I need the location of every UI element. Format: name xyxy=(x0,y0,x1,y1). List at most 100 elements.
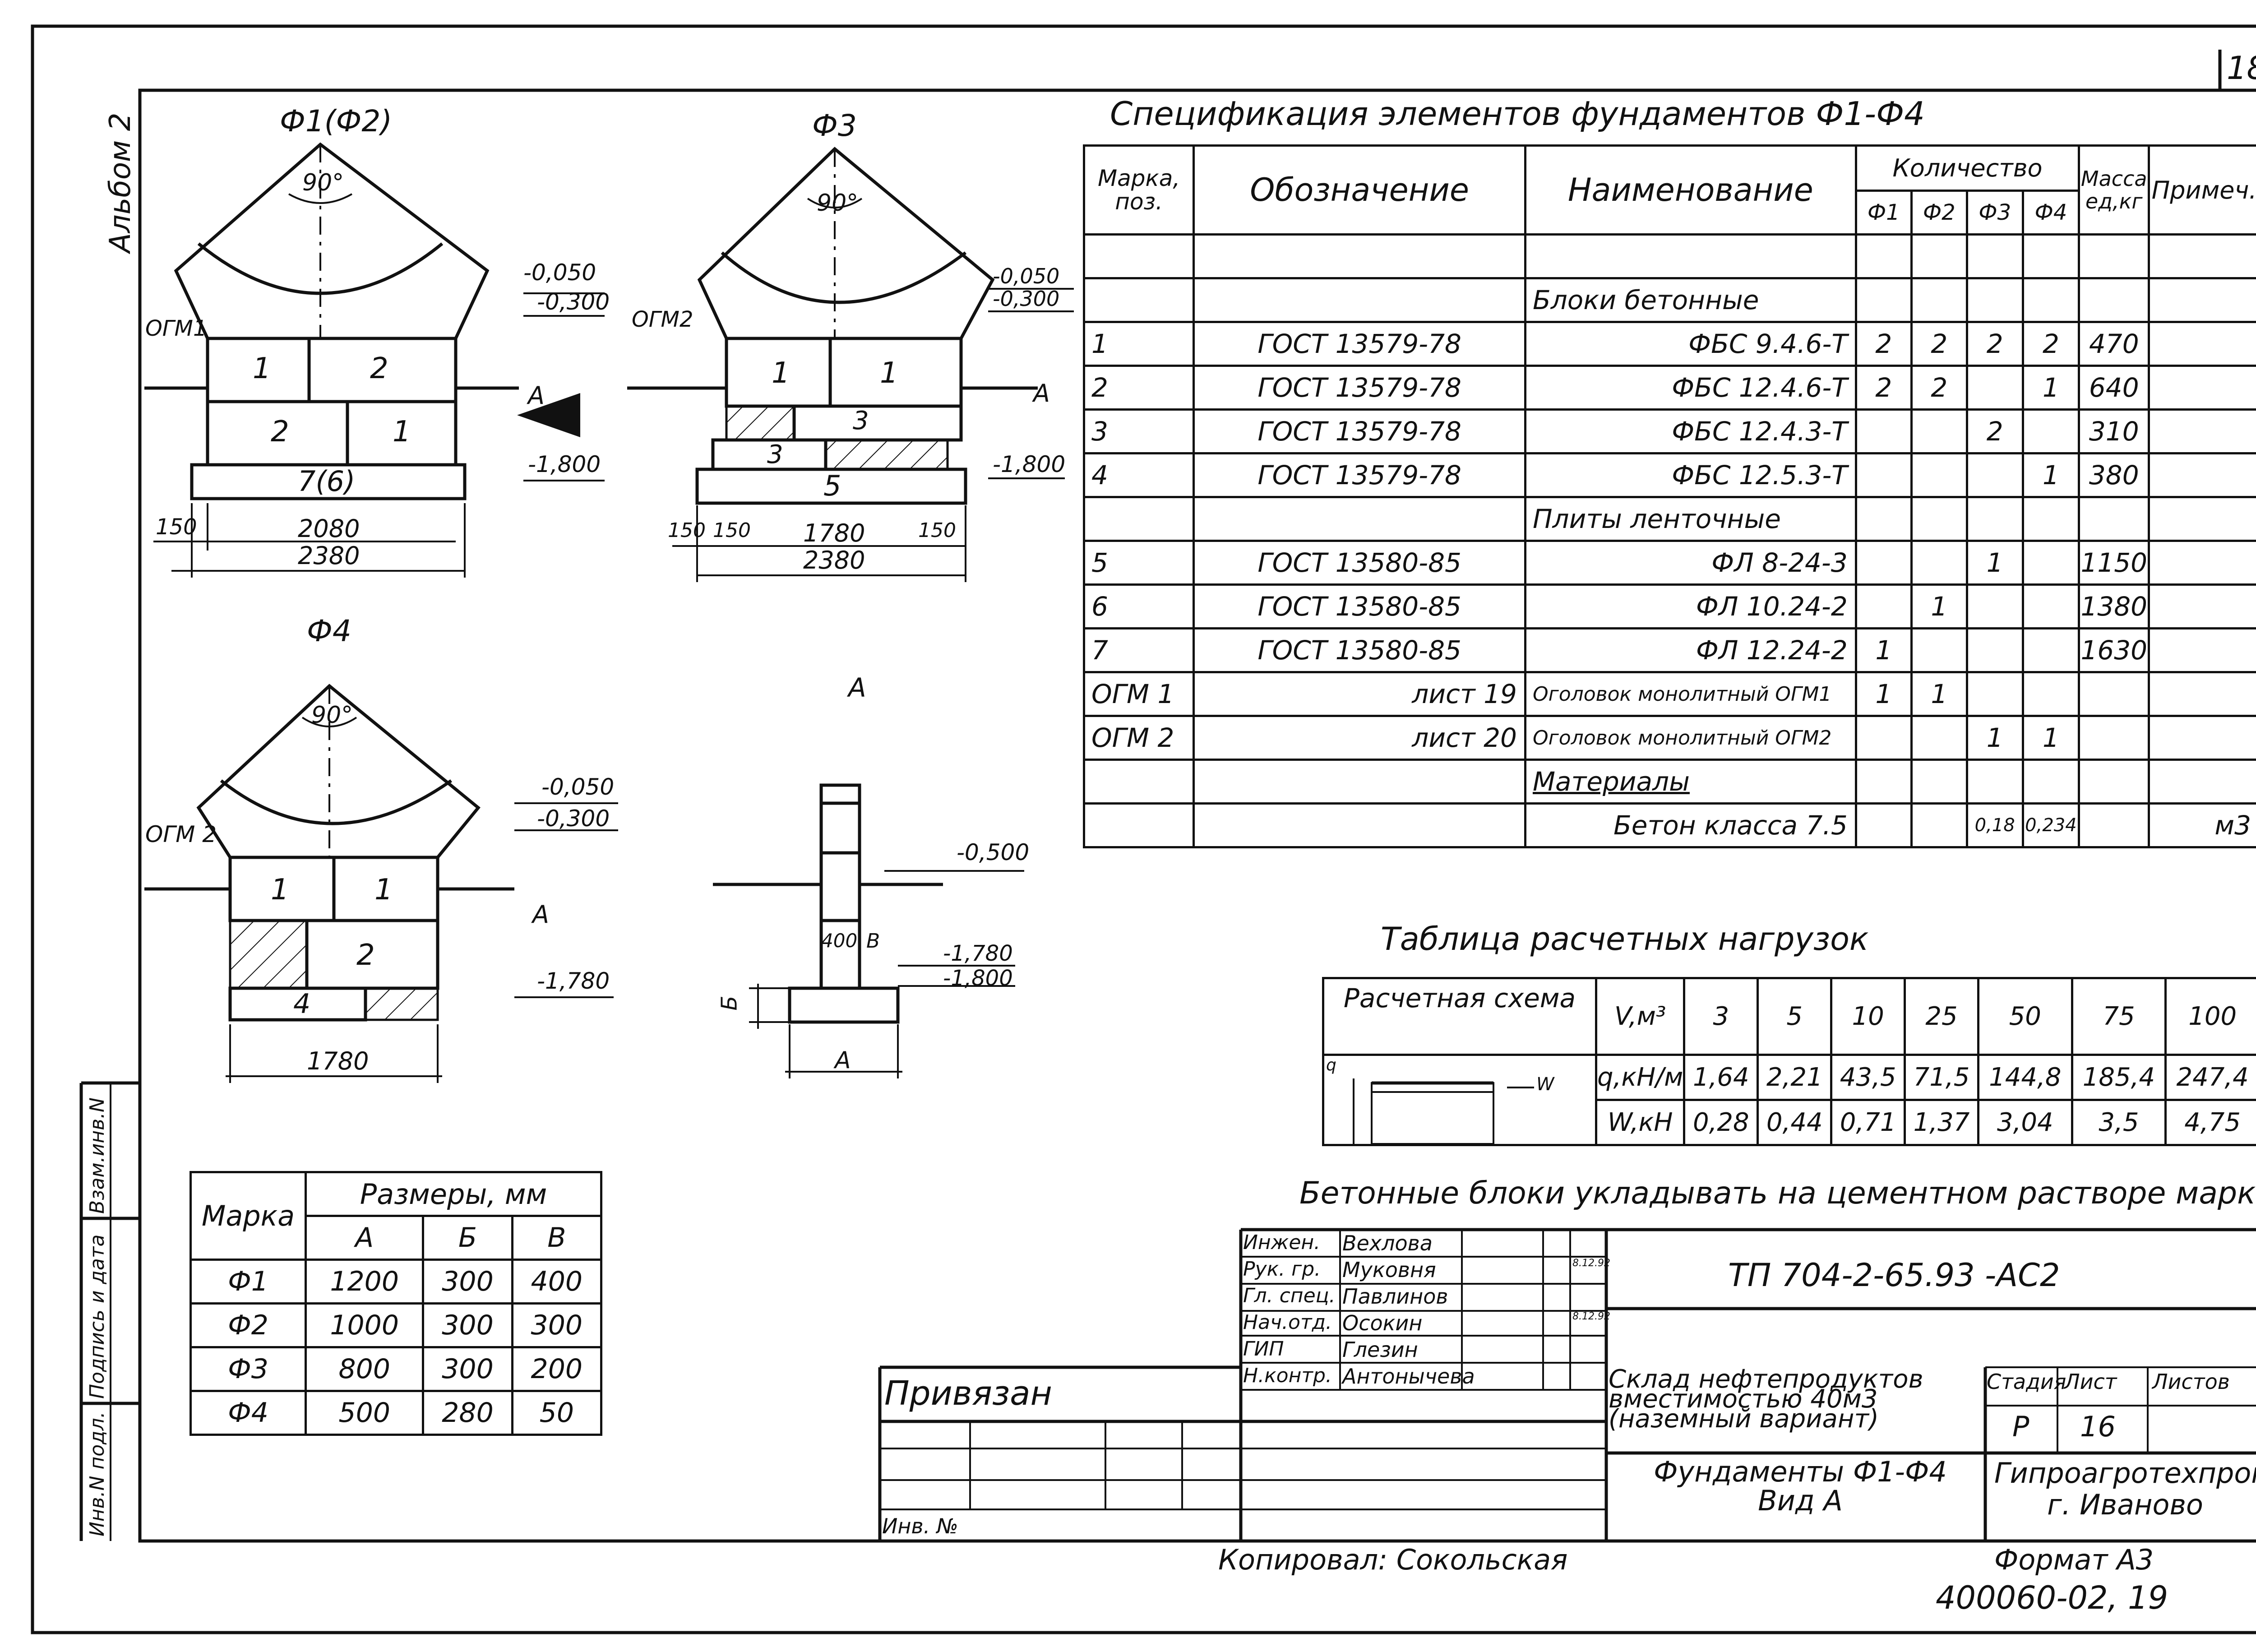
spec-row: Материалы xyxy=(1082,759,2256,805)
spec-cell-f3: 0,18 xyxy=(1965,802,2024,848)
spec-header-qty: Количество xyxy=(1854,144,2080,192)
f3-ogm: ОГМ2 xyxy=(632,307,693,332)
f1-title: Ф1(Ф2) xyxy=(280,104,393,139)
sizes-value: 300 xyxy=(511,1302,603,1348)
spec-cell-mass: 640 xyxy=(2078,365,2150,411)
spec-cell-f2 xyxy=(1910,802,1968,848)
spec-header-mark: Марка, поз. xyxy=(1082,144,1195,236)
loads-title: Таблица расчетных нагрузок xyxy=(1381,921,1869,958)
stamp-role: Рук. гр. xyxy=(1243,1258,1321,1281)
f4-section-mark: А xyxy=(532,900,549,929)
loads-cell: 43,5 xyxy=(1830,1054,1906,1101)
loads-header: 10 xyxy=(1830,977,1906,1056)
f1-angle: 90° xyxy=(302,169,344,196)
sizes-value: 1000 xyxy=(304,1302,425,1348)
spec-cell-des: ГОСТ 13580-85 xyxy=(1193,627,1526,673)
spec-cell-name: ФБС 12.5.3-Т xyxy=(1524,452,1857,498)
section-a-level: -1,780 xyxy=(943,941,1013,966)
spec-cell-note xyxy=(2148,496,2256,542)
spec-cell-f3 xyxy=(1965,496,2024,542)
loads-cell: 0,28 xyxy=(1683,1099,1759,1146)
f3-dim: 2380 xyxy=(803,546,865,574)
f3-block: 3 xyxy=(853,406,869,435)
spec-cell-f2 xyxy=(1910,277,1968,323)
f4-block: 2 xyxy=(356,939,375,972)
sizes-mark: Ф1 xyxy=(190,1259,307,1305)
binding-label: Привязан xyxy=(884,1374,1052,1413)
sizes-value: 50 xyxy=(511,1390,603,1436)
f4-block: 4 xyxy=(293,988,311,1020)
spec-cell-des: ГОСТ 13580-85 xyxy=(1193,540,1526,586)
spec-cell-note xyxy=(2148,408,2256,454)
sizes-value: 300 xyxy=(422,1302,513,1348)
spec-row: Плиты ленточные xyxy=(1082,496,2256,542)
spec-cell-f2 xyxy=(1910,408,1968,454)
spec-header-f4: Ф4 xyxy=(2021,190,2080,236)
project-name: Склад нефтепродуктов вместимостью 40м3 (… xyxy=(1609,1365,1923,1434)
f3-block: 3 xyxy=(767,440,783,469)
organization: Гипроагротехпром г. Иваново xyxy=(1994,1457,2256,1521)
stamp-role: Гл. спец. xyxy=(1243,1284,1336,1307)
spec-header-name: Наименование xyxy=(1524,144,1857,236)
spec-cell-note: м3 xyxy=(2148,802,2256,848)
sizes-mark: Ф2 xyxy=(190,1302,307,1348)
spec-cell-mass: 310 xyxy=(2078,408,2150,454)
spec-cell-mass xyxy=(2078,715,2150,761)
spec-cell-f4 xyxy=(2021,540,2080,586)
spec-cell-mass xyxy=(2078,496,2150,542)
f3-title: Ф3 xyxy=(812,108,857,143)
spec-cell-f2: 1 xyxy=(1910,583,1968,629)
f3-block: 1 xyxy=(880,356,898,390)
inventory-label: Инв. № xyxy=(882,1514,958,1538)
spec-cell-f1 xyxy=(1854,759,1913,805)
section-a-level: -1,800 xyxy=(943,966,1013,991)
spec-cell-mass xyxy=(2078,802,2150,848)
spec-cell-f2 xyxy=(1910,627,1968,673)
spec-cell-name: Материалы xyxy=(1524,759,1857,805)
sheet-header: Лист xyxy=(2064,1370,2117,1394)
spec-cell-note xyxy=(2148,540,2256,586)
f1-dim: 150 xyxy=(156,514,197,540)
f4-angle: 90° xyxy=(311,702,353,729)
loads-header: 25 xyxy=(1904,977,1979,1056)
loads-header: 75 xyxy=(2071,977,2167,1056)
spec-cell-f1 xyxy=(1854,583,1913,629)
f4-block: 1 xyxy=(271,873,289,907)
spec-cell-des: ГОСТ 13580-85 xyxy=(1193,583,1526,629)
spec-cell-f3: 2 xyxy=(1965,321,2024,367)
spec-table: Марка, поз. Обозначение Наименование Кол… xyxy=(1082,144,2256,848)
sizes-header-c: В xyxy=(511,1215,603,1261)
spec-cell-mass xyxy=(2078,671,2150,717)
spec-header-designation: Обозначение xyxy=(1193,144,1526,236)
spec-cell-mark: 5 xyxy=(1082,540,1195,586)
sizes-value: 280 xyxy=(422,1390,513,1436)
spec-cell-f1 xyxy=(1854,233,1913,279)
spec-cell-mark: 1 xyxy=(1082,321,1195,367)
spec-cell-f2 xyxy=(1910,759,1968,805)
outer-border xyxy=(31,24,2256,1634)
stamp-name: Павлинов xyxy=(1342,1284,1448,1309)
spec-cell-name: ФБС 12.4.3-Т xyxy=(1524,408,1857,454)
spec-cell-f1 xyxy=(1854,802,1913,848)
loads-header: 100 xyxy=(2164,977,2256,1056)
section-a-drawing xyxy=(713,783,1024,1078)
sizes-value: 800 xyxy=(304,1346,425,1392)
f1-block: 2 xyxy=(271,415,289,449)
spec-cell-f2 xyxy=(1910,715,1968,761)
spec-cell-mark: 3 xyxy=(1082,408,1195,454)
spec-cell-name: ФЛ 10.24-2 xyxy=(1524,583,1857,629)
loads-header: 50 xyxy=(1977,977,2073,1056)
spec-cell-note xyxy=(2148,627,2256,673)
spec-cell-mass: 1630 xyxy=(2078,627,2150,673)
loads-cell: 4,75 xyxy=(2164,1099,2256,1146)
sizes-header-b: Б xyxy=(422,1215,513,1261)
spec-cell-f3 xyxy=(1965,452,2024,498)
side-label-replaced: Взам.инв.N xyxy=(86,1097,109,1214)
spec-cell-des xyxy=(1193,233,1526,279)
